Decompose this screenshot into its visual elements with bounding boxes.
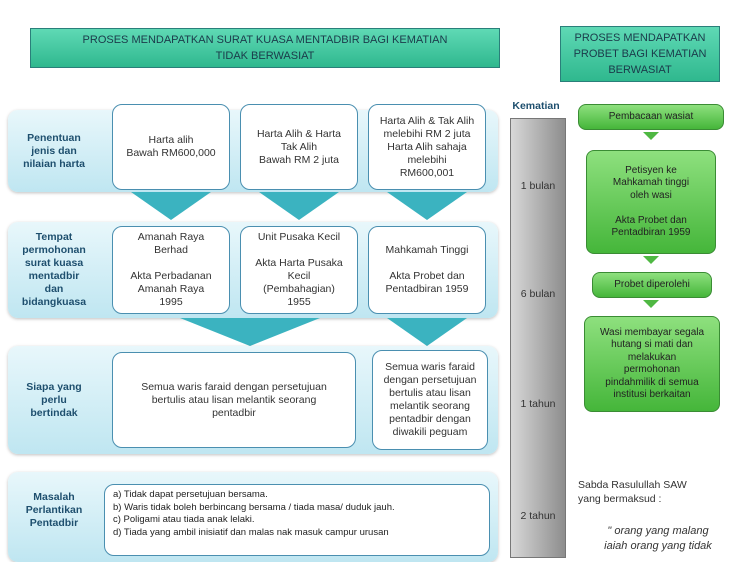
problem-item: a) Tidak dapat persetujuan bersama.: [113, 489, 268, 500]
cell-unit-pusaka-kecil: Unit Pusaka Kecil Akta Harta Pusaka Keci…: [240, 226, 358, 314]
problem-item: d) Tiada yang ambil inisiatif dan malas …: [113, 526, 389, 538]
timeline-mark-1-year: 1 tahun: [520, 398, 556, 410]
problem-item: b) Waris tidak boleh berbincang bersama …: [113, 501, 395, 513]
row-label-problems: Masalah Perlantikan Pentadbir: [25, 490, 83, 529]
timeline-mark-6-months: 6 bulan: [520, 288, 556, 300]
timeline-mark-1-month: 1 bulan: [520, 180, 556, 192]
probate-step-petition: Petisyen ke Mahkamah tinggi oleh wasi Ak…: [586, 150, 716, 254]
hadith-text: " orang yang malang iaiah orang yang tid…: [604, 525, 712, 552]
cell-assets-over-2m: Harta Alih & Tak Alih melebihi RM 2 juta…: [368, 104, 486, 190]
probate-arrow-2: [643, 256, 659, 264]
probate-arrow-3: [643, 300, 659, 308]
arrow-down-2a: [180, 318, 320, 346]
right-process-title: PROSES MENDAPATKAN PROBET BAGI KEMATIAN …: [560, 26, 720, 82]
cell-assets-under-2m: Harta Alih & Harta Tak Alih Bawah RM 2 j…: [240, 104, 358, 190]
cell-mahkamah-tinggi: Mahkamah Tinggi Akta Probet dan Pentadbi…: [368, 226, 486, 314]
timeline-mark-2-years: 2 tahun: [520, 510, 556, 522]
problems-list-box: a) Tidak dapat persetujuan bersama. b) W…: [104, 484, 490, 556]
problem-item: c) Poligami atau tiada anak lelaki.: [113, 514, 255, 525]
cell-all-heirs-agree: Semua waris faraid dengan persetujuan be…: [112, 352, 356, 448]
cell-heirs-with-lawyer: Semua waris faraid dengan persetujuan be…: [372, 350, 488, 450]
hadith-intro: Sabda Rasulullah SAW yang bermaksud :: [578, 479, 687, 505]
timeline-bar: [510, 118, 566, 558]
row-label-who-acts: Siapa yang perlu bertindak: [26, 380, 82, 419]
arrow-down-1c: [387, 192, 467, 220]
timeline-header: Kematian: [512, 100, 560, 112]
row-label-asset-type: Penentuan jenis dan nilaian harta: [23, 131, 85, 170]
arrow-down-1a: [131, 192, 211, 220]
cell-movable-under-600k: Harta alih Bawah RM600,000: [112, 104, 230, 190]
cell-amanah-raya: Amanah Raya Berhad Akta Perbadanan Amana…: [112, 226, 230, 314]
probate-step-will-reading: Pembacaan wasiat: [578, 104, 724, 130]
problems-list: a) Tidak dapat persetujuan bersama. b) W…: [113, 489, 395, 539]
row-label-application-place: Tempat permohonan surat kuasa mentadbir …: [21, 231, 87, 308]
arrow-down-2b: [387, 318, 467, 346]
probate-step-obtained: Probet diperolehi: [592, 272, 712, 298]
arrow-down-1b: [259, 192, 339, 220]
probate-step-executor-duties: Wasi membayar segala hutang si mati dan …: [584, 316, 720, 412]
probate-arrow-1: [643, 132, 659, 140]
left-process-title: PROSES MENDAPATKAN SURAT KUASA MENTADBIR…: [30, 28, 500, 68]
